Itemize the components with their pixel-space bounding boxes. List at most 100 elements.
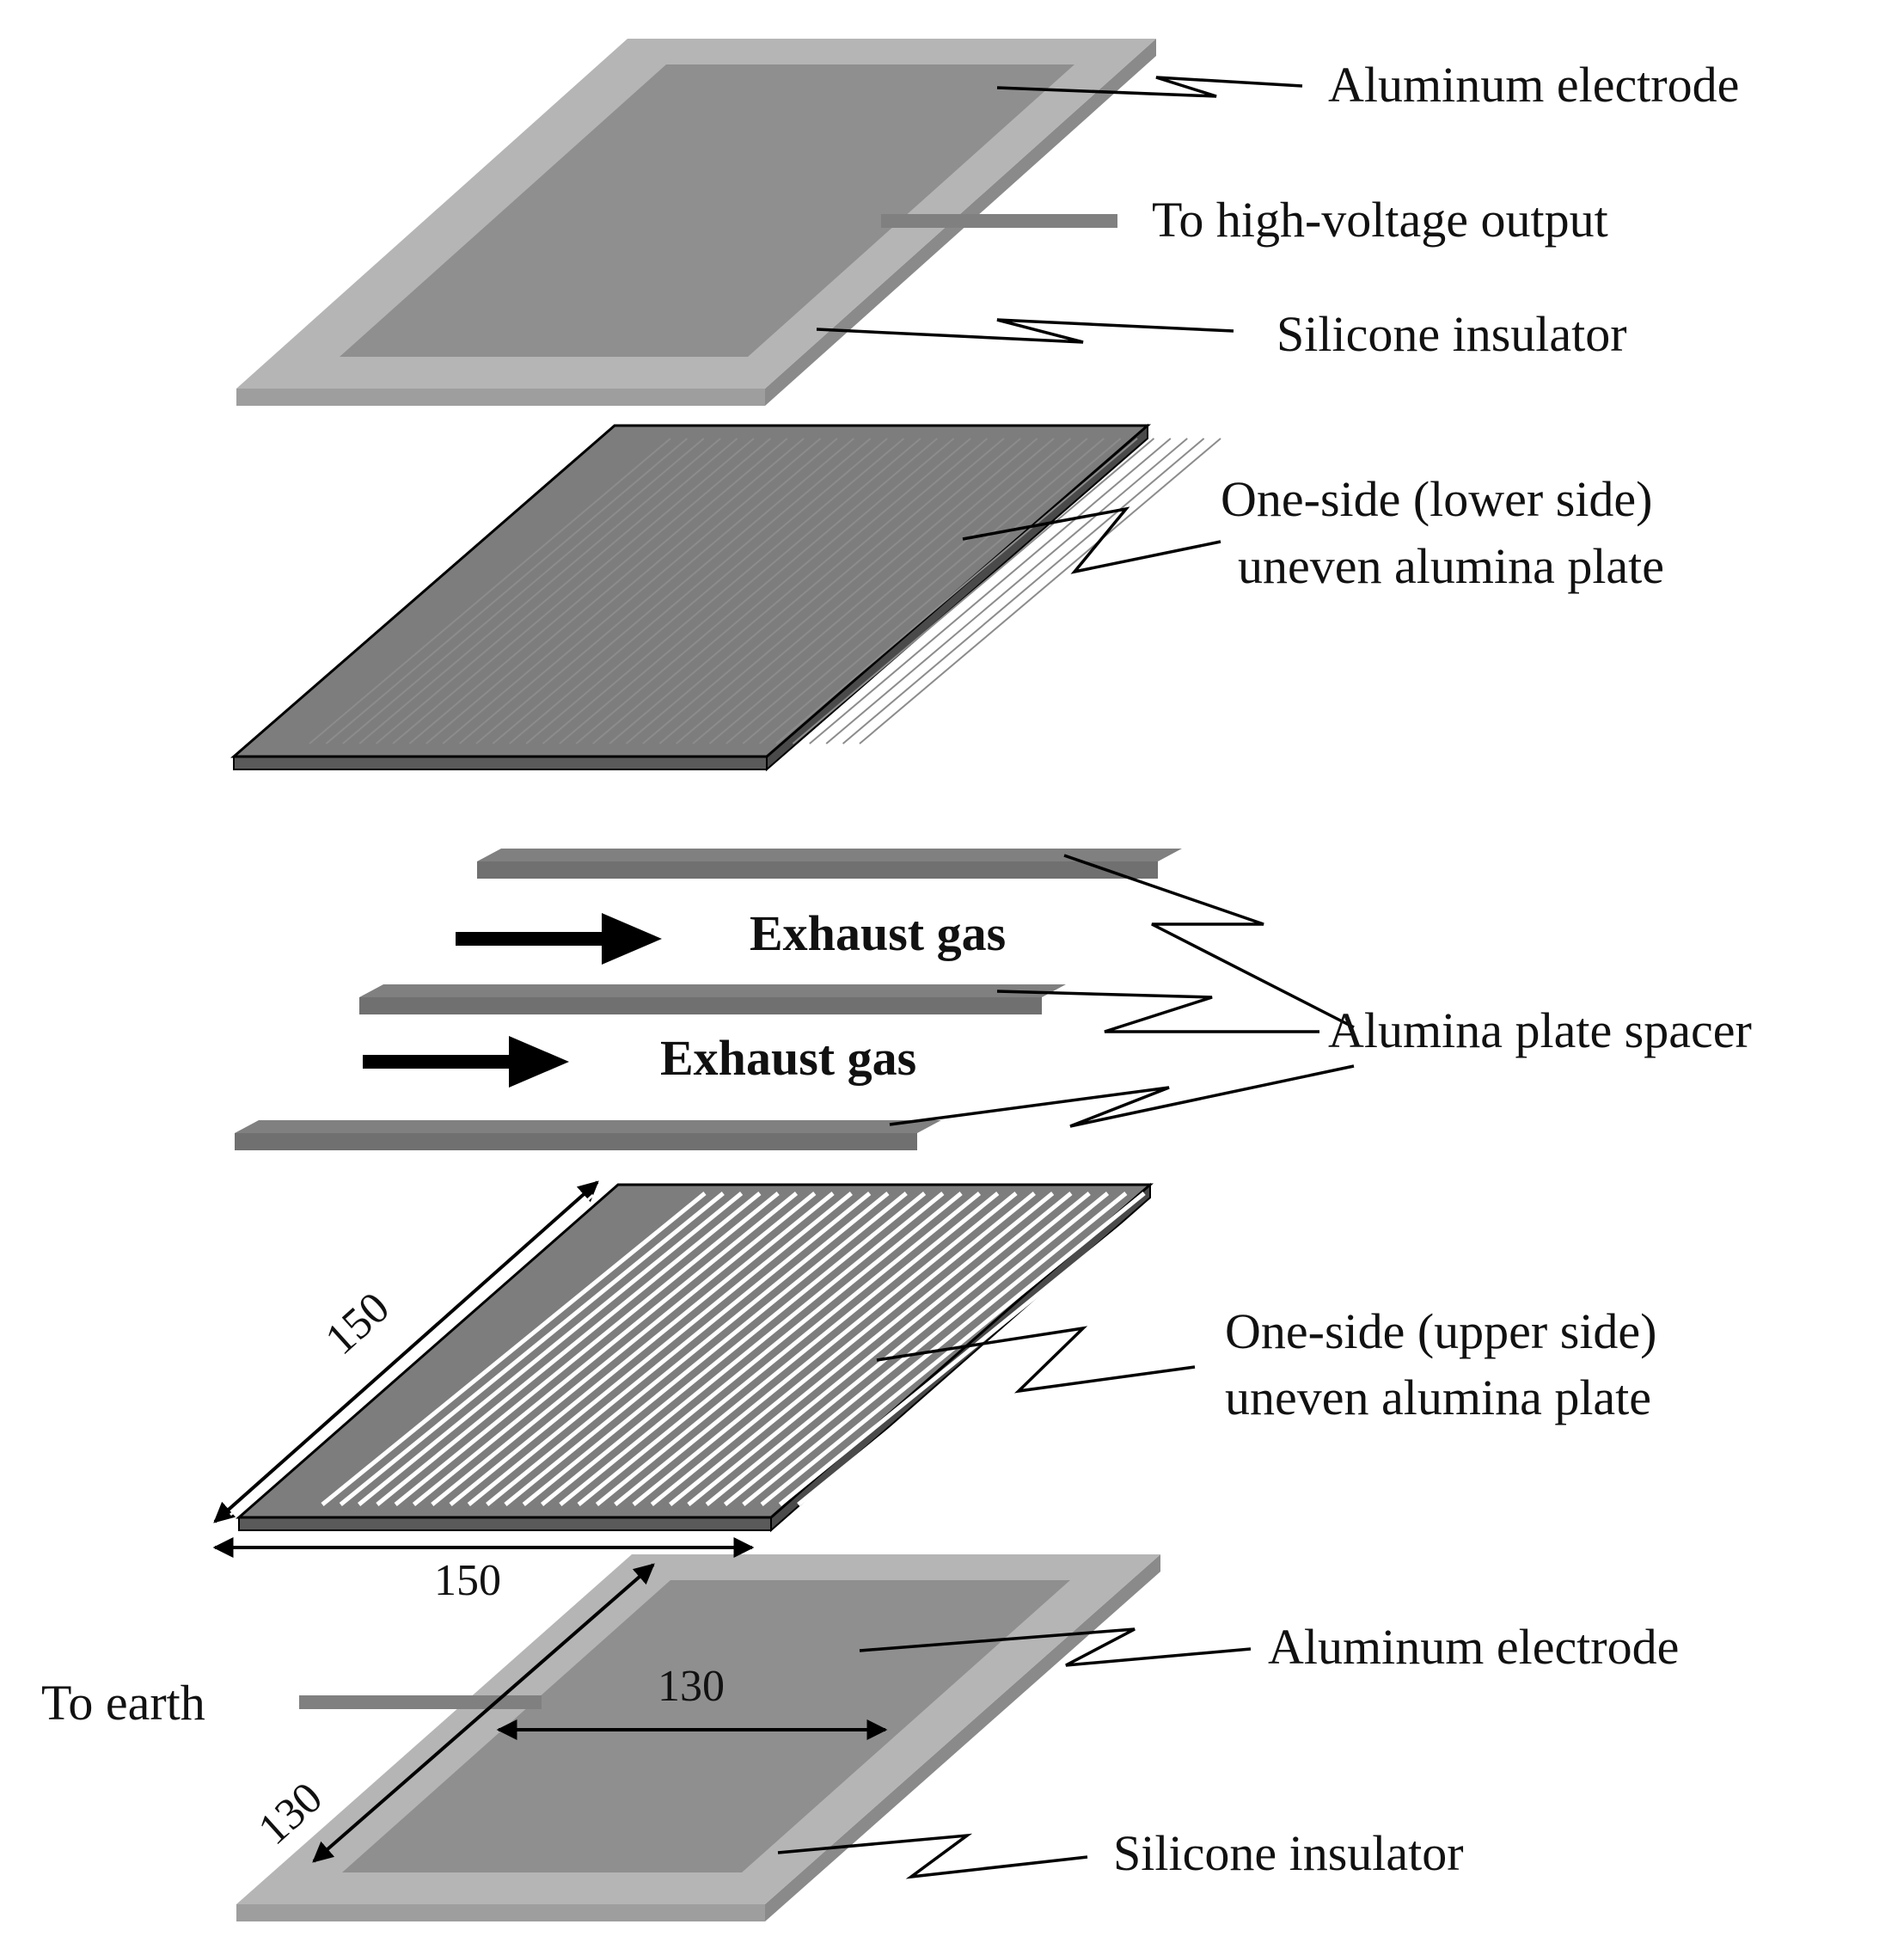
- upper-plate-groove: [815, 1192, 1201, 1506]
- upper-plate-groove: [705, 1192, 1091, 1506]
- upper-plate-groove: [559, 1192, 945, 1506]
- upper-plate-groove: [614, 1192, 1000, 1506]
- upper-plate-groove: [577, 1192, 963, 1506]
- spacer-bottom: [235, 1120, 941, 1133]
- exhaust-gas-arrow-1: [456, 913, 662, 965]
- lower-plate-groove: [742, 438, 1105, 745]
- top-aluminum-electrode: [340, 64, 1074, 357]
- upper-plate-groove: [669, 1192, 1055, 1506]
- top-insulator-side: [236, 389, 765, 406]
- lower-plate-groove: [408, 438, 772, 745]
- label-upper-plate-line2: uneven alumina plate: [1225, 1370, 1651, 1425]
- upper-plate-groove: [687, 1192, 1073, 1506]
- leader-spacer-bottom: [889, 1064, 1355, 1128]
- label-high-voltage: To high-voltage output: [1152, 192, 1608, 248]
- lower-plate-groove: [309, 438, 671, 745]
- label-spacer: Alumina plate spacer: [1328, 1002, 1752, 1058]
- lower-plate-groove: [442, 438, 805, 745]
- spacer-middle: [359, 984, 1066, 997]
- spacer-bottom-face: [235, 1133, 917, 1150]
- exhaust-gas-arrow-2: [363, 1036, 569, 1088]
- spacer-group: [235, 849, 1182, 1150]
- lower-plate-groove: [325, 438, 689, 745]
- lower-plate-groove: [358, 438, 721, 745]
- upper-plate-groove: [540, 1192, 927, 1506]
- lower-plate-groove: [592, 438, 955, 745]
- upper-plate-groove: [797, 1192, 1183, 1506]
- label-lower-plate-line2: uneven alumina plate: [1238, 538, 1664, 594]
- electrode-depth-dimension: [312, 1563, 655, 1863]
- leader-spacer-middle: [996, 990, 1319, 1033]
- lower-plate-groove: [609, 438, 971, 745]
- upper-plate-groove: [595, 1192, 982, 1506]
- lower-plate-groove: [775, 438, 1138, 745]
- label-top-insulator: Silicone insulator: [1276, 306, 1627, 362]
- label-bottom-insulator: Silicone insulator: [1113, 1825, 1464, 1881]
- upper-plate-groove: [632, 1192, 1018, 1506]
- lower-side-uneven-plate: [230, 423, 1221, 772]
- label-exhaust-gas-2: Exhaust gas: [660, 1030, 916, 1086]
- leader-bottom-insulator: [777, 1833, 1088, 1879]
- label-lower-plate-line1: One-side (lower side): [1221, 471, 1653, 527]
- upper-plate-edge: [238, 1517, 772, 1531]
- labels: Aluminum electrode To high-voltage outpu…: [41, 57, 1752, 1881]
- lower-plate-edge: [233, 756, 768, 770]
- lower-plate-groove: [492, 438, 854, 745]
- label-bottom-electrode: Aluminum electrode: [1268, 1619, 1679, 1675]
- label-to-earth: To earth: [41, 1675, 205, 1731]
- lower-plate-groove: [658, 438, 1021, 745]
- lower-plate-groove: [792, 438, 1155, 745]
- dimension-lines: [212, 1180, 888, 1863]
- spacer-top: [477, 849, 1182, 861]
- lower-plate-groove: [559, 438, 921, 745]
- lower-plate-groove: [725, 438, 1088, 745]
- leader-bottom-electrode: [859, 1627, 1252, 1667]
- lower-plate-groove: [342, 438, 705, 745]
- bottom-insulator-side: [236, 1904, 765, 1921]
- bottom-electrode-assembly: [236, 1554, 1160, 1921]
- leader-upper-plate: [876, 1326, 1196, 1394]
- top-electrode-assembly: [236, 39, 1156, 406]
- spacer-top-face: [477, 861, 1158, 879]
- upper-plate-groove: [778, 1192, 1164, 1506]
- leader-spacer-top: [1063, 854, 1355, 1029]
- lower-plate-groove: [842, 438, 1205, 745]
- leader-lines: [777, 76, 1355, 1879]
- dim-plate-width: 150: [434, 1556, 501, 1605]
- lower-plate-groove: [625, 438, 989, 745]
- lower-plate-groove: [708, 438, 1072, 745]
- lower-plate-groove: [542, 438, 905, 745]
- bottom-insulator-side-right: [765, 1554, 1160, 1921]
- lower-plate-groove: [509, 438, 872, 745]
- upper-plate-groove: [650, 1192, 1036, 1506]
- dim-plate-depth: 150: [316, 1283, 399, 1364]
- lower-plate-groove: [692, 438, 1055, 745]
- label-top-electrode: Aluminum electrode: [1328, 57, 1739, 113]
- lower-plate-groove: [475, 438, 838, 745]
- upper-plate-groove: [742, 1192, 1128, 1506]
- lower-plate-groove: [375, 438, 738, 745]
- lower-plate-groove: [392, 438, 755, 745]
- upper-plate-groove: [723, 1192, 1110, 1506]
- lower-plate-groove: [458, 438, 822, 745]
- lower-plate-groove: [425, 438, 788, 745]
- label-upper-plate-line1: One-side (upper side): [1225, 1303, 1657, 1359]
- dim-electrode-width: 130: [658, 1662, 725, 1711]
- leader-top-electrode: [996, 76, 1303, 98]
- plate-depth-dimension: [213, 1180, 599, 1523]
- lower-plate-groove: [758, 438, 1122, 745]
- label-exhaust-gas-1: Exhaust gas: [750, 905, 1006, 961]
- lower-plate-groove: [642, 438, 1005, 745]
- lower-plate-groove: [825, 438, 1188, 745]
- lower-plate-groove: [859, 438, 1221, 745]
- lower-plate-grooves: [309, 438, 1221, 745]
- leader-top-insulator: [816, 318, 1234, 344]
- leader-lower-plate: [962, 506, 1221, 574]
- lower-plate-groove: [575, 438, 938, 745]
- lower-plate-groove: [525, 438, 888, 745]
- lower-plate-groove: [676, 438, 1038, 745]
- spacer-middle-face: [359, 997, 1042, 1014]
- lower-plate-groove: [809, 438, 1172, 745]
- plate-depth-dimension-highlight: [230, 1193, 594, 1517]
